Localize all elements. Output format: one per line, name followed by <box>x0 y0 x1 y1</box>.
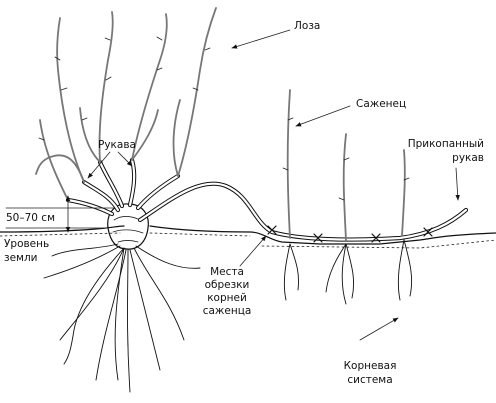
label-cut-line3: корней <box>207 292 247 304</box>
label-cut-line2: обрезки <box>204 279 250 291</box>
root-cut-marks <box>267 225 433 243</box>
seedling-canes <box>282 89 410 241</box>
label-vine: Лоза <box>294 20 321 32</box>
height-marker <box>5 195 115 233</box>
leader-arrows <box>87 29 460 341</box>
label-roots-line1: Корневая <box>343 360 397 372</box>
bush-arms <box>65 157 181 217</box>
label-cut-line1: Места <box>210 266 244 278</box>
label-height: 50–70 см <box>6 212 56 224</box>
label-roots-line2: система <box>347 374 393 386</box>
label-buried-arm-line2: рукав <box>452 152 484 164</box>
label-arms: Рукава <box>98 139 136 151</box>
seedling-roots <box>283 239 413 305</box>
layered-arm <box>137 181 469 242</box>
label-seedling: Саженец <box>356 98 407 110</box>
bush-canes <box>35 7 217 201</box>
label-cut-line4: саженца <box>202 305 252 317</box>
label-ground-line2: земли <box>4 252 38 264</box>
label-ground-line1: Уровень <box>4 238 50 250</box>
label-buried-arm-line1: Прикопанный <box>407 138 484 150</box>
bush-roots <box>43 243 201 393</box>
ground-surface <box>0 225 496 249</box>
